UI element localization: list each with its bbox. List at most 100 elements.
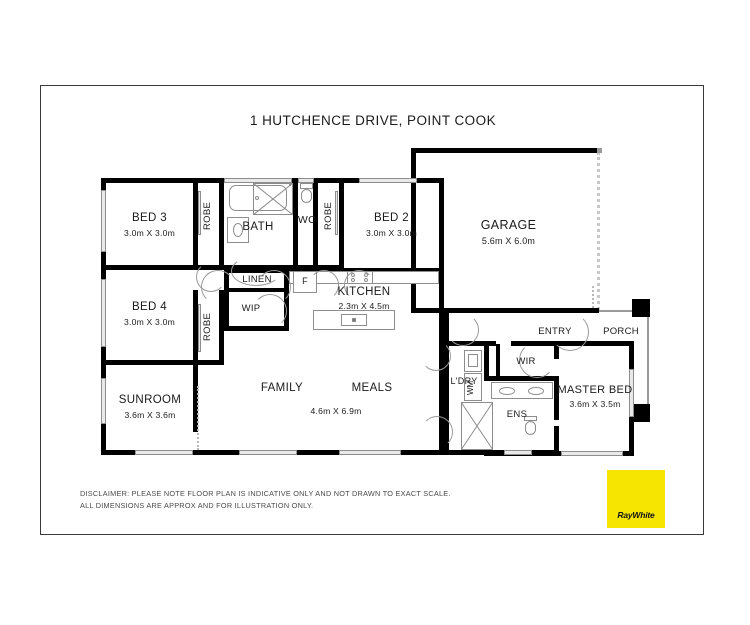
label-robe-bed4: ROBE — [202, 312, 213, 342]
toilet-cistern-ens — [524, 416, 537, 421]
room-dim-kitchen: 2.3m X 4.5m — [338, 301, 390, 311]
window-wc-top — [298, 178, 314, 183]
window-ens-bottom — [504, 450, 532, 455]
room-label-masterbed: MASTER BED — [557, 384, 633, 396]
wall-entry-top — [444, 308, 599, 313]
door-linen — [231, 256, 281, 286]
window-family-bottom — [239, 450, 297, 455]
room-dim-sunroom: 3.6m X 3.6m — [124, 410, 176, 420]
wall-wir-left — [484, 368, 489, 380]
door-wc — [309, 270, 339, 300]
window-robe3 — [198, 304, 201, 352]
garage-door-line — [597, 152, 600, 310]
shower-cross-ens — [461, 402, 493, 450]
door-ldry-upper — [421, 341, 451, 371]
wall-bed3-right — [193, 178, 198, 270]
room-label-wip: WIP — [241, 303, 261, 314]
room-dim-garage: 5.6m X 6.0m — [481, 236, 536, 246]
room-dim-bed3: 3.0m X 3.0m — [124, 228, 175, 238]
room-label-laundry: L'DRY — [450, 376, 478, 386]
porch-pillar-top — [632, 299, 650, 317]
wall-linen-bottom — [224, 288, 288, 292]
room-label-bath: BATH — [242, 221, 274, 233]
toilet-bowl-ens — [525, 421, 536, 435]
bathtub-drain — [255, 196, 259, 200]
room-label-sunroom: SUNROOM — [118, 394, 182, 406]
sunroom-opening-dots — [197, 386, 199, 450]
room-label-garage: GARAGE — [480, 218, 537, 232]
wall-robe1-right — [219, 178, 224, 270]
room-label-bed2: BED 2 — [374, 212, 409, 224]
page-title: 1 HUTCHENCE DRIVE, POINT COOK — [249, 113, 497, 128]
wall-wir-top-left — [496, 344, 500, 378]
wall-ens-right — [554, 376, 559, 420]
floor-plan-frame: 1 HUTCHENCE DRIVE, POINT COOK — [40, 85, 704, 535]
wall-master-right-lower — [629, 416, 634, 456]
room-label-entry: ENTRY — [538, 326, 572, 337]
door-garage-internal — [447, 314, 479, 346]
garage-door-frame-top — [597, 148, 602, 153]
window-sunroom-left — [101, 378, 106, 424]
room-label-bed4: BED 4 — [132, 301, 167, 313]
window-bed2-top — [359, 178, 417, 183]
wall-robe2-right — [339, 178, 344, 270]
door-entry — [551, 313, 589, 351]
room-dim-masterbed: 3.6m X 3.5m — [569, 399, 621, 409]
label-washing-machine: WM — [466, 380, 475, 396]
door-ldry-lower — [421, 416, 453, 448]
ens-basin-2 — [528, 387, 544, 395]
room-label-family: FAMILY — [260, 382, 304, 394]
room-label-bed3: BED 3 — [132, 212, 167, 224]
wall-ldry-right — [484, 344, 489, 380]
room-dim-bed2: 3.0m X 3.0m — [366, 228, 417, 238]
door-bed4 — [196, 262, 226, 292]
sink-tap — [352, 318, 356, 322]
window-master-right — [629, 369, 634, 417]
disclaimer: DISCLAIMER: PLEASE NOTE FLOOR PLAN IS IN… — [80, 488, 500, 512]
wall-family-right — [439, 338, 444, 455]
door-bed2 — [344, 270, 374, 300]
window-robe1 — [198, 191, 201, 235]
toilet-bowl-wc — [301, 189, 312, 203]
window-robe2 — [335, 191, 338, 235]
room-label-kitchen: KITCHEN — [337, 286, 391, 298]
basin-bowl-bath — [233, 223, 243, 237]
room-label-linen: LINEN — [242, 274, 272, 285]
wall-bed4-bottom — [101, 360, 224, 365]
wall-wc-right — [313, 178, 318, 270]
disclaimer-line-1: DISCLAIMER: PLEASE NOTE FLOOR PLAN IS IN… — [80, 489, 451, 498]
shower-cross-bath — [253, 183, 293, 215]
wall-kitchen-top — [224, 268, 444, 273]
wall-ldry-left — [444, 341, 449, 455]
wall-wip-right — [284, 271, 289, 331]
agency-logo-text: RayWhite — [617, 510, 655, 520]
wall-porch-top — [597, 310, 649, 312]
wall-master-bottom — [484, 451, 634, 456]
window-sunroom-bottom — [135, 450, 193, 455]
toilet-cistern-wc — [300, 183, 313, 189]
ens-basin-1 — [499, 387, 515, 395]
door-master — [519, 342, 555, 378]
window-bath-top — [224, 178, 292, 183]
window-meals-bottom — [339, 450, 401, 455]
door-wip — [253, 294, 287, 328]
label-robe-bed2: ROBE — [323, 201, 334, 231]
washing-machine-fixture — [464, 373, 482, 401]
wall-sunroom-right — [193, 365, 198, 432]
room-label-meals: MEALS — [351, 382, 393, 394]
entry-threshold-dots — [592, 286, 594, 312]
wall-kitchen-right — [439, 268, 444, 338]
window-master-bottom — [561, 451, 623, 456]
wall-ens-right-lower — [554, 426, 559, 454]
label-fridge: F — [302, 276, 308, 286]
label-robe-bed3: ROBE — [202, 201, 213, 231]
room-label-ens: ENS — [506, 409, 528, 420]
room-label-wc: WC — [297, 214, 317, 226]
wall-bath-right — [293, 178, 298, 270]
window-bed3-left — [101, 190, 106, 252]
wall-entry-hall-left — [444, 313, 449, 343]
wall-porch-right — [647, 310, 649, 420]
wall-master-right-upper — [629, 341, 634, 371]
wall-bed2-right — [439, 178, 444, 273]
laundry-trough-bowl — [468, 354, 478, 367]
